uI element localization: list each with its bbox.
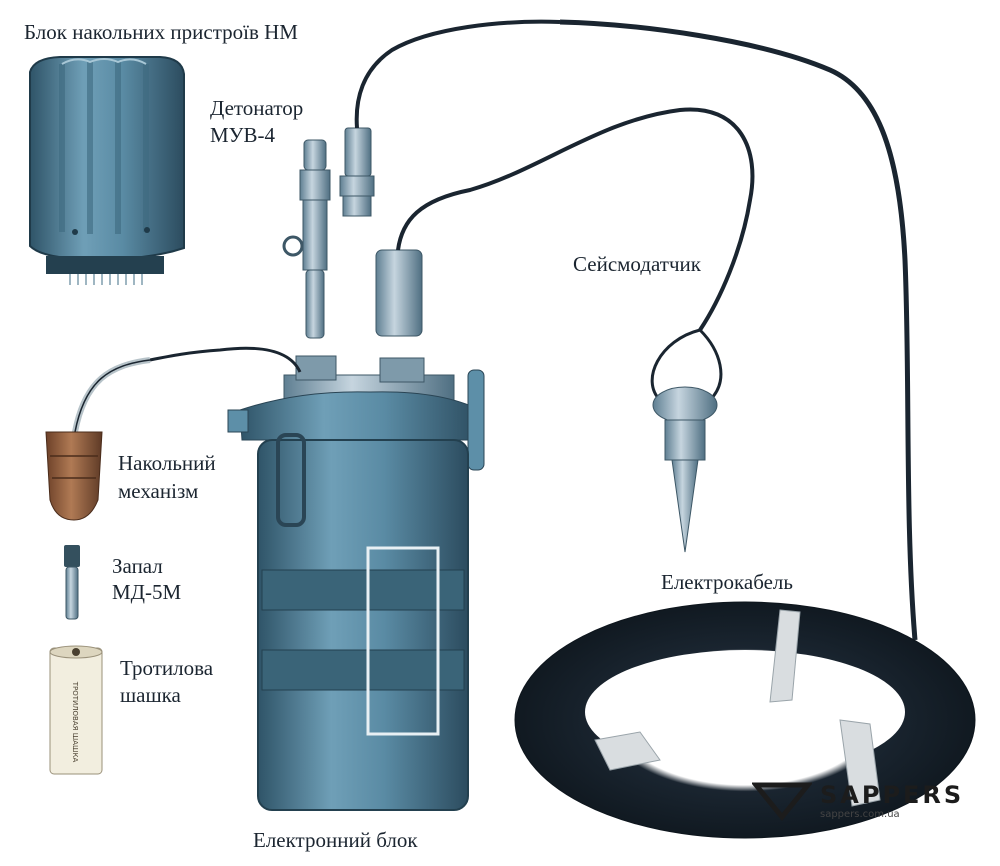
label-detonator-line2: МУВ-4 — [210, 123, 276, 147]
fuze-drawing — [64, 545, 80, 620]
label-striker-line1: Накольний — [118, 451, 216, 475]
watermark-logo-icon — [752, 782, 812, 821]
striker-mechanism-drawing — [45, 357, 151, 521]
seismic-sensor-drawing — [650, 328, 723, 553]
label-tnt-line2: шашка — [120, 683, 181, 707]
cable-coil-drawing — [514, 601, 976, 839]
label-fuze-line1: Запал — [112, 554, 163, 578]
tnt-print: ТРОТИЛОВАЯ ШАШКА — [50, 680, 102, 770]
label-seismic-sensor: Сейсмодатчик — [573, 252, 701, 276]
label-detonator-line1: Детонатор — [210, 96, 304, 120]
electronic-block-drawing — [149, 346, 485, 811]
label-striker-line2: механізм — [118, 479, 199, 503]
label-electric-cable: Електрокабель — [661, 570, 793, 594]
label-fuze-line2: МД-5М — [112, 580, 182, 604]
watermark-name: SAPPERS — [820, 781, 965, 809]
tnt-block-drawing — [49, 645, 103, 775]
label-electronic-block: Електронний блок — [253, 828, 418, 852]
long-cable-drawing — [559, 19, 918, 641]
connector-plug-drawing — [339, 19, 561, 217]
label-hm-block: Блок накольних пристроїв НМ — [24, 20, 298, 44]
label-tnt-line1: Тротилова — [120, 656, 214, 680]
watermark: SAPPERS sappers.com.ua — [752, 779, 982, 829]
watermark-url: sappers.com.ua — [820, 809, 900, 820]
hm-block-drawing — [29, 56, 185, 285]
detonator-drawing — [282, 139, 331, 339]
cable-connector-drawing — [375, 107, 755, 337]
tnt-print-text: ТРОТИЛОВАЯ ШАШКА — [71, 681, 79, 763]
